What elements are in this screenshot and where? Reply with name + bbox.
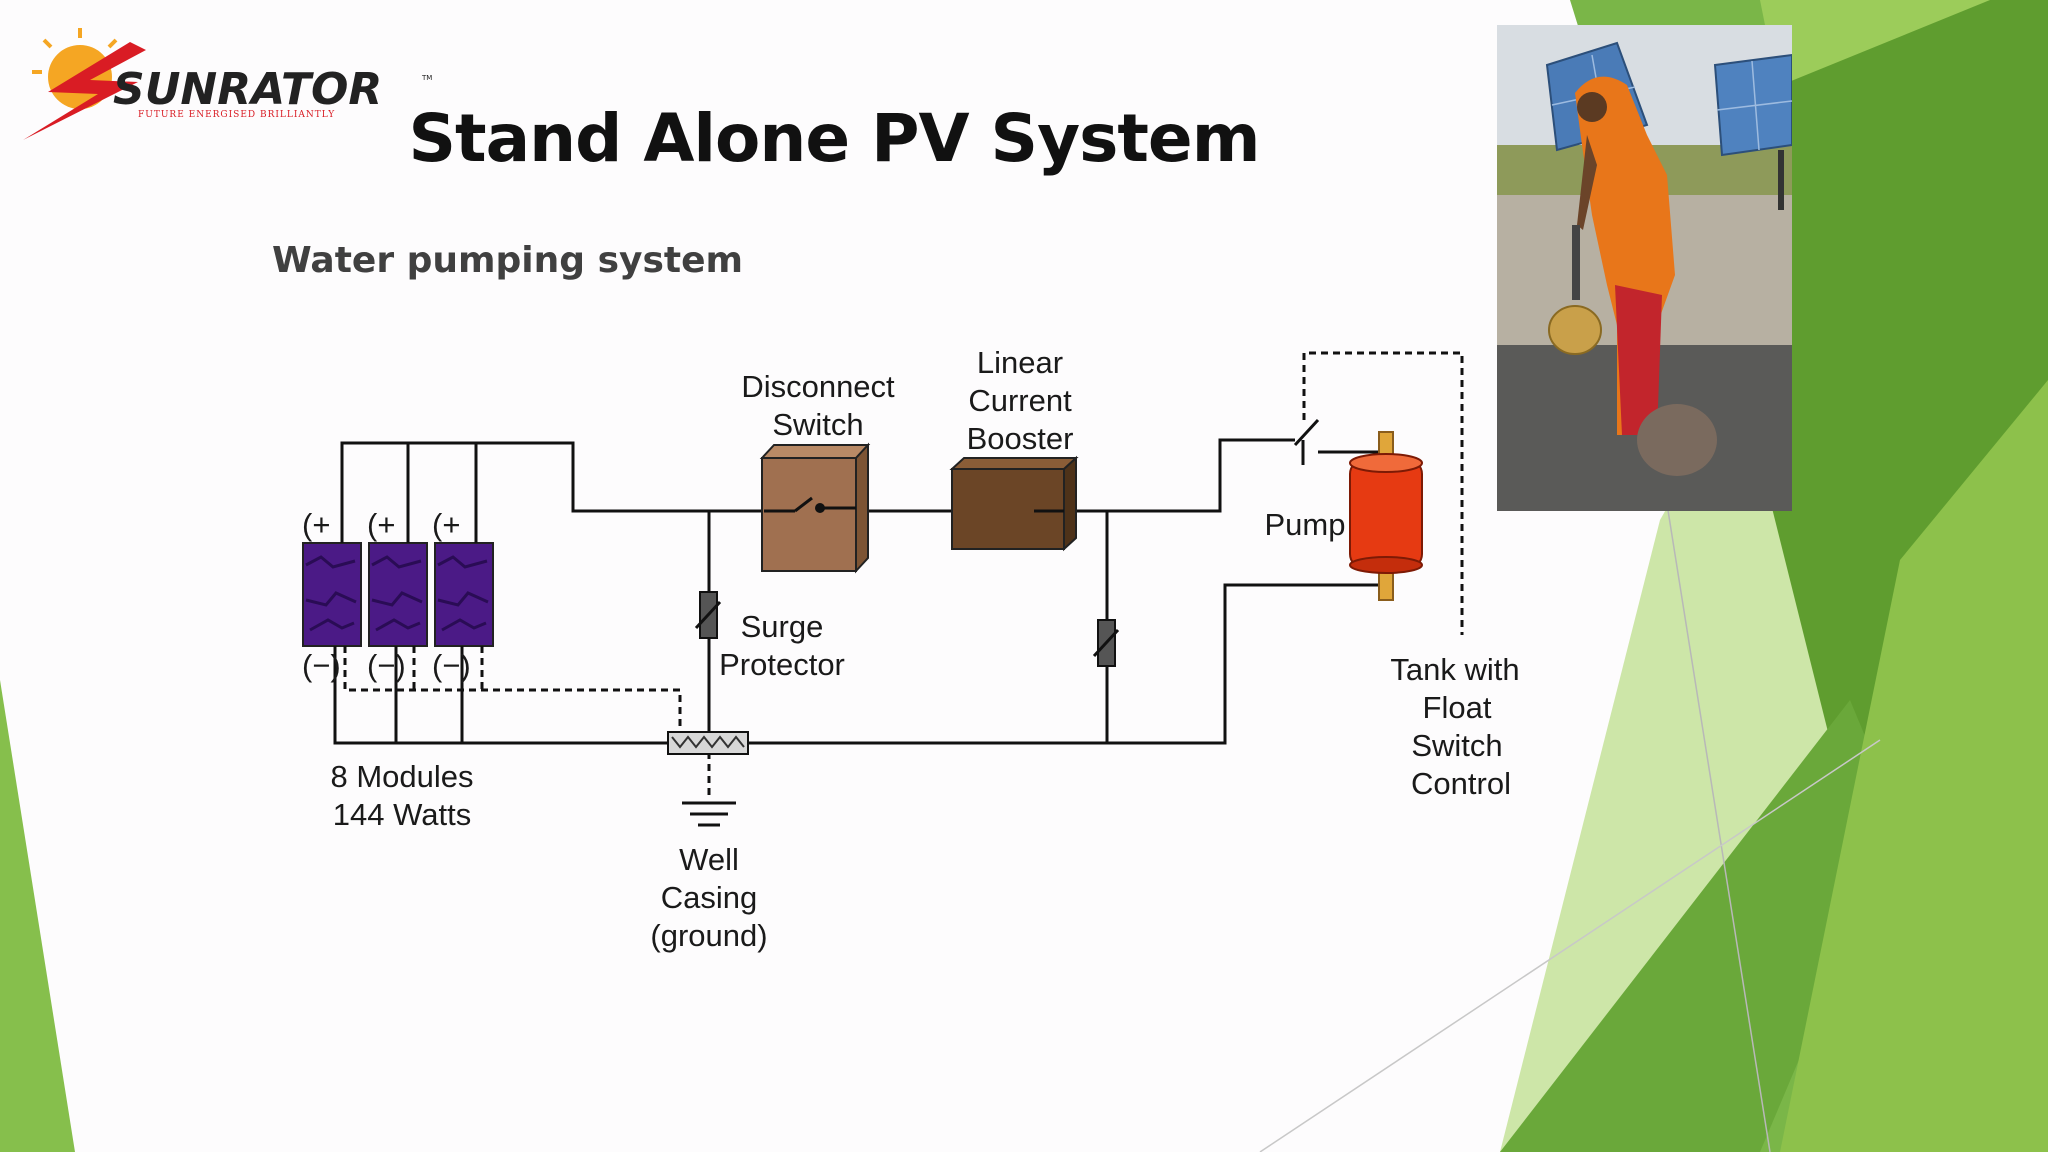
surge-protector-2 — [1092, 619, 1120, 667]
label-booster-line1: Linear — [977, 345, 1063, 380]
label-tank-line2: Float — [1423, 690, 1492, 725]
pump-icon — [1349, 431, 1423, 601]
label-well-line3: (ground) — [650, 918, 767, 953]
sunrator-logo: SUNRATOR FUTURE ENERGISED BRILLIANTLY TM — [23, 28, 432, 140]
label-booster-line3: Booster — [967, 421, 1074, 456]
left-green-strip — [0, 680, 75, 1152]
woman-figure — [1575, 76, 1675, 435]
slide-title: Stand Alone PV System — [408, 100, 1261, 177]
ground-symbol-icon — [682, 801, 736, 827]
label-modules-line1: 8 Modules — [330, 759, 473, 794]
label-plus-module-1: (+ — [302, 507, 330, 542]
label-pump: Pump — [1265, 507, 1346, 542]
solar-panel-right — [1713, 53, 1792, 210]
solar-pump-photo — [1497, 25, 1792, 511]
label-minus-module-1: (−) — [302, 648, 341, 683]
label-surge-line2: Protector — [719, 647, 845, 682]
logo-brand-text: SUNRATOR — [113, 64, 382, 115]
right-green-band-mid — [1500, 700, 1900, 1152]
label-minus-module-3: (−) — [432, 648, 471, 683]
label-minus-module-2: (−) — [367, 648, 406, 683]
solar-module-3 — [434, 542, 494, 647]
solar-modules — [302, 542, 494, 647]
logo-tagline: FUTURE ENERGISED BRILLIANTLY — [138, 110, 335, 120]
solar-module-2 — [368, 542, 428, 647]
label-modules-line2: 144 Watts — [333, 797, 471, 832]
ground-bus-bar — [667, 731, 749, 755]
right-green-band-pale — [1500, 380, 1850, 1152]
label-surge-line1: Surge — [741, 609, 824, 644]
positive-wiring — [340, 438, 1380, 543]
surge-protector-1 — [694, 591, 722, 639]
lightning-s-icon — [23, 42, 146, 140]
label-disconnect-line2: Switch — [772, 407, 863, 442]
ground-wiring — [343, 646, 711, 800]
float-switch-control — [1293, 351, 1464, 635]
solar-module-1 — [302, 542, 362, 647]
thin-line-2 — [1259, 739, 1881, 1152]
label-plus-module-2: (+ — [367, 507, 395, 542]
right-green-band-bright — [1780, 380, 2048, 1152]
label-well-line1: Well — [679, 842, 739, 877]
disconnect-switch — [759, 442, 871, 574]
slide-subtitle: Water pumping system — [272, 240, 744, 281]
linear-current-booster — [949, 455, 1079, 552]
label-tank-line4: Control — [1411, 766, 1511, 801]
thin-line-1 — [1659, 459, 1771, 1152]
water-pots-icon — [1548, 225, 1717, 476]
label-well-line2: Casing — [661, 880, 758, 915]
label-tank-line1: Tank with — [1390, 652, 1519, 687]
logo-trademark: TM — [421, 74, 432, 82]
label-booster-line2: Current — [968, 383, 1072, 418]
label-tank-line3: Switch — [1411, 728, 1502, 763]
label-plus-module-3: (+ — [432, 507, 460, 542]
label-disconnect-line1: Disconnect — [741, 369, 895, 404]
